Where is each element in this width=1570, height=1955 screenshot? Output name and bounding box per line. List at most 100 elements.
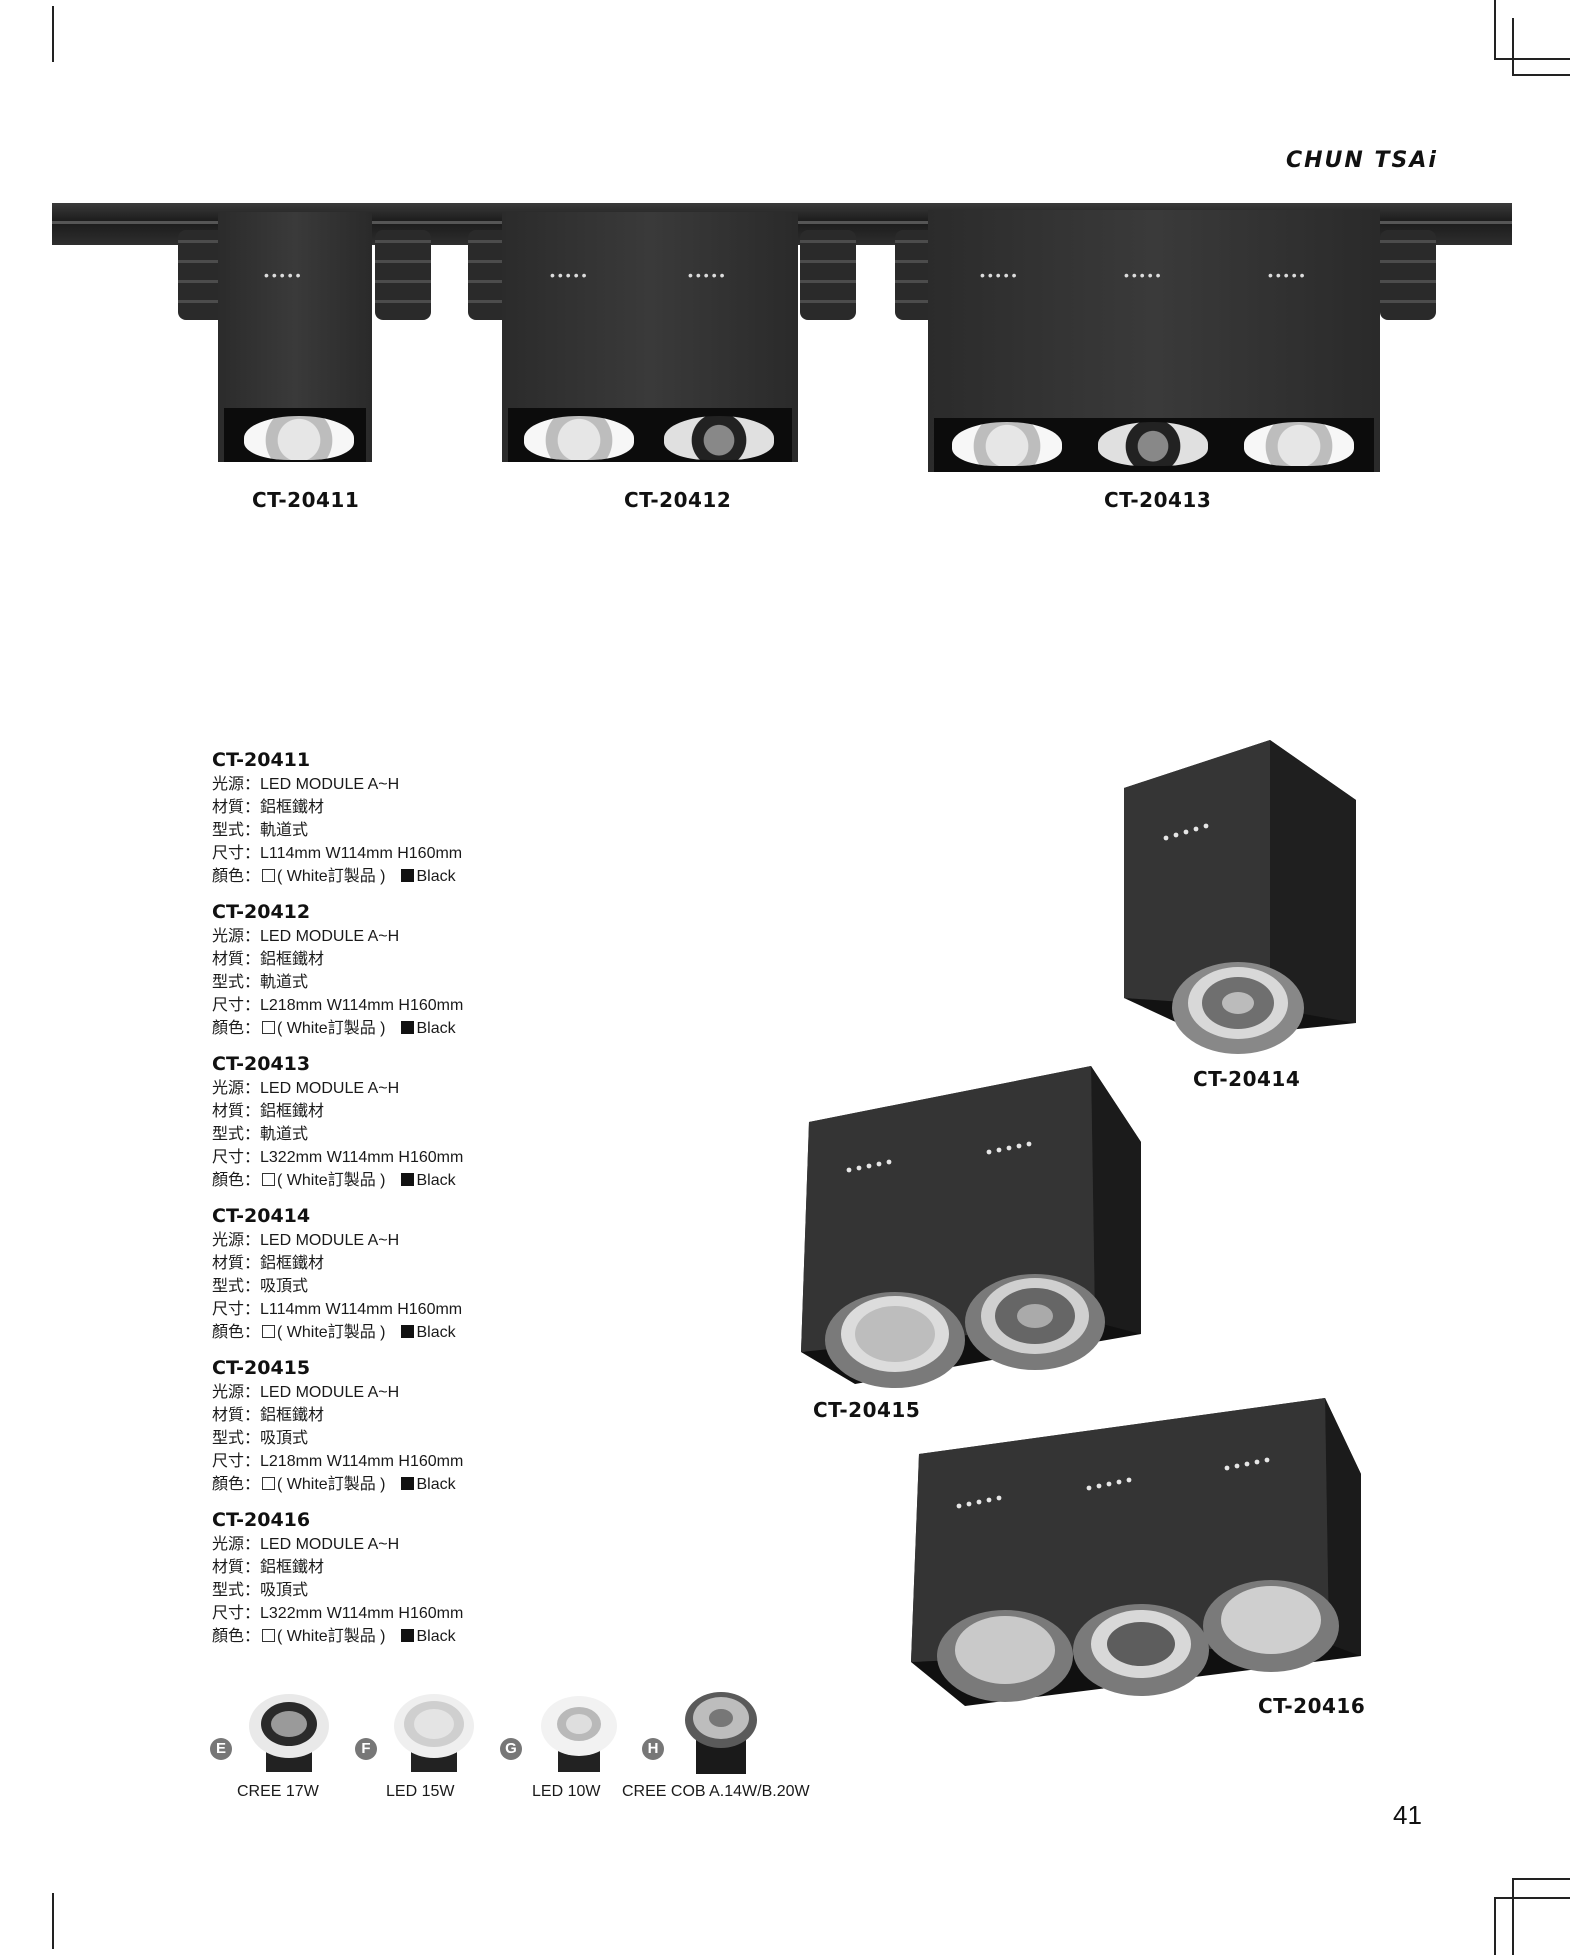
module-label-g: LED 10W xyxy=(532,1783,601,1800)
spec-source: 光源：LED MODULE A~H xyxy=(212,776,400,793)
spec-material: 材質：鋁框鐵材 xyxy=(212,799,325,816)
spec-size: 尺寸：L218mm W114mm H160mm xyxy=(212,997,464,1014)
spec-source: 光源：LED MODULE A~H xyxy=(212,1232,400,1249)
black-checkbox xyxy=(401,1021,415,1034)
color-white: ( White訂製品 ) xyxy=(277,1476,386,1493)
spec-model: CT-20416 xyxy=(212,1509,311,1531)
crop-mark xyxy=(1512,1878,1570,1880)
white-checkbox xyxy=(262,1021,276,1034)
spec-material: 材質：鋁框鐵材 xyxy=(212,1407,325,1424)
color-white: ( White訂製品 ) xyxy=(277,1628,386,1645)
crop-mark xyxy=(1512,1878,1514,1955)
color-prefix: 顏色： xyxy=(212,1628,261,1645)
module-label-h: CREE COB A.14W/B.20W xyxy=(622,1783,810,1800)
black-checkbox xyxy=(401,1325,415,1338)
color-white: ( White訂製品 ) xyxy=(277,1020,386,1037)
lamp-module xyxy=(952,422,1062,466)
spec-size: 尺寸：L218mm W114mm H160mm xyxy=(212,1453,464,1470)
color-white: ( White訂製品 ) xyxy=(277,1324,386,1341)
fixture-photo-ct-20414 xyxy=(1120,738,1360,1058)
vent-dots: ••••• xyxy=(1268,267,1308,283)
photo-label-ct-20415: CT-20415 xyxy=(813,1398,921,1422)
black-checkbox xyxy=(401,1629,415,1642)
white-checkbox xyxy=(262,1173,276,1186)
spec-block-ct-20415: CT-20415 光源：LED MODULE A~H 材質：鋁框鐵材 型式：吸頂… xyxy=(212,1355,463,1496)
color-prefix: 顏色： xyxy=(212,868,261,885)
brand-logo: CHUN TSAi xyxy=(1286,148,1438,173)
spec-size: 尺寸：L322mm W114mm H160mm xyxy=(212,1605,464,1622)
led-module-icon xyxy=(536,1690,622,1776)
led-module-icon xyxy=(391,1690,477,1776)
black-checkbox xyxy=(401,1173,415,1186)
crop-mark xyxy=(1494,58,1570,60)
lamp-module xyxy=(524,416,634,460)
vent-dots: ••••• xyxy=(688,267,728,283)
led-module-icon xyxy=(246,1690,332,1776)
vent-dots: ••••• xyxy=(264,267,304,283)
color-prefix: 顏色： xyxy=(212,1476,261,1493)
color-black: Black xyxy=(416,1476,456,1493)
track-adapter xyxy=(800,230,856,320)
spec-source: 光源：LED MODULE A~H xyxy=(212,928,400,945)
spec-material: 材質：鋁框鐵材 xyxy=(212,951,325,968)
spec-color: 顏色： ( White訂製品 ) Black xyxy=(212,1321,462,1344)
spec-type: 型式：軌道式 xyxy=(212,1126,309,1143)
photo-label-ct-20416: CT-20416 xyxy=(1258,1694,1366,1718)
spec-model: CT-20412 xyxy=(212,901,311,923)
vent-dots: ••••• xyxy=(1124,267,1164,283)
fixture-ct-20413: ••••• ••••• ••••• xyxy=(928,210,1380,472)
crop-mark xyxy=(1494,1897,1570,1899)
crop-mark xyxy=(52,1893,54,1949)
crop-mark xyxy=(52,6,54,62)
spec-type: 型式：軌道式 xyxy=(212,822,309,839)
crop-mark xyxy=(1512,18,1514,76)
spec-material: 材質：鋁框鐵材 xyxy=(212,1255,325,1272)
white-checkbox xyxy=(262,1477,276,1490)
fixture-ct-20412: ••••• ••••• xyxy=(502,212,798,462)
spec-block-ct-20412: CT-20412 光源：LED MODULE A~H 材質：鋁框鐵材 型式：軌道… xyxy=(212,899,463,1040)
lamp-module xyxy=(664,416,774,460)
led-module-icon xyxy=(678,1690,764,1776)
color-black: Black xyxy=(416,1628,456,1645)
color-black: Black xyxy=(416,1324,456,1341)
color-prefix: 顏色： xyxy=(212,1020,261,1037)
spec-material: 材質：鋁框鐵材 xyxy=(212,1559,325,1576)
black-checkbox xyxy=(401,869,415,882)
spec-source: 光源：LED MODULE A~H xyxy=(212,1536,400,1553)
color-prefix: 顏色： xyxy=(212,1324,261,1341)
spec-model: CT-20411 xyxy=(212,749,311,771)
spec-type: 型式：吸頂式 xyxy=(212,1430,309,1447)
module-letter-badge: G xyxy=(500,1738,522,1760)
fixture-photo-ct-20415 xyxy=(795,1062,1145,1392)
module-letter-badge: H xyxy=(642,1738,664,1760)
track-adapter xyxy=(375,230,431,320)
spec-color: 顏色： ( White訂製品 ) Black xyxy=(212,1473,463,1496)
vent-dots: ••••• xyxy=(550,267,590,283)
spec-source: 光源：LED MODULE A~H xyxy=(212,1080,400,1097)
spec-size: 尺寸：L322mm W114mm H160mm xyxy=(212,1149,464,1166)
lamp-module xyxy=(1098,422,1208,466)
crop-mark xyxy=(1512,74,1570,76)
spec-block-ct-20411: CT-20411 光源：LED MODULE A~H 材質：鋁框鐵材 型式：軌道… xyxy=(212,747,462,888)
spec-block-ct-20414: CT-20414 光源：LED MODULE A~H 材質：鋁框鐵材 型式：吸頂… xyxy=(212,1203,462,1344)
spec-model: CT-20415 xyxy=(212,1357,311,1379)
black-checkbox xyxy=(401,1477,415,1490)
track-adapter xyxy=(1380,230,1436,320)
spec-source: 光源：LED MODULE A~H xyxy=(212,1384,400,1401)
lamp-module xyxy=(1244,422,1354,466)
spec-model: CT-20414 xyxy=(212,1205,311,1227)
spec-model: CT-20413 xyxy=(212,1053,311,1075)
white-checkbox xyxy=(262,869,276,882)
white-checkbox xyxy=(262,1629,276,1642)
crop-mark xyxy=(1494,0,1496,58)
banner-label-ct-20412: CT-20412 xyxy=(624,488,732,512)
spec-type: 型式：吸頂式 xyxy=(212,1582,309,1599)
spec-color: 顏色：( White訂製品 )Black xyxy=(212,1017,463,1040)
color-prefix: 顏色： xyxy=(212,1172,261,1189)
module-letter-badge: E xyxy=(210,1738,232,1760)
spec-color: 顏色：( White訂製品 )Black xyxy=(212,865,462,888)
spec-material: 材質：鋁框鐵材 xyxy=(212,1103,325,1120)
color-white: ( White訂製品 ) xyxy=(277,1172,386,1189)
fixture-ct-20411: ••••• xyxy=(218,212,372,462)
vent-dots: ••••• xyxy=(980,267,1020,283)
